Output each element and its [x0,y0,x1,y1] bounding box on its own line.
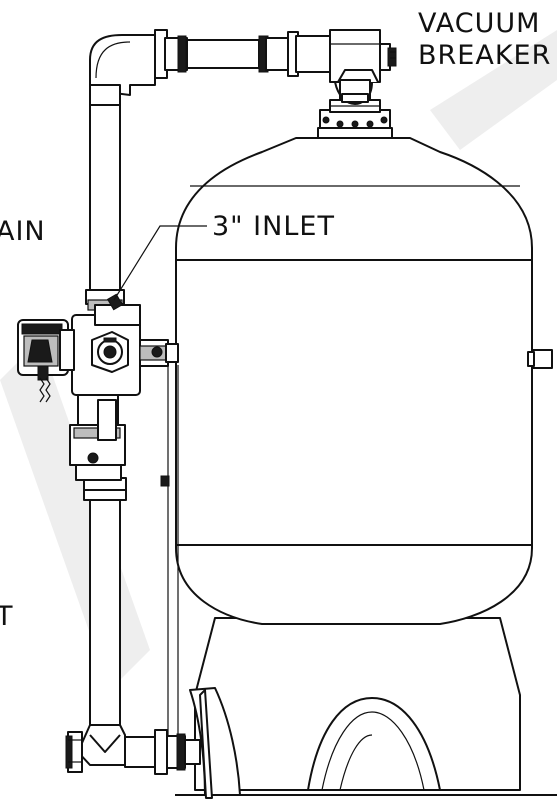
outlet-label-partial: T [0,601,14,632]
inlet-label: 3" INLET [212,211,335,242]
pressure-tank [160,137,557,799]
control-valve [17,293,179,481]
top-flange [317,99,393,139]
top-piping [89,29,397,106]
bottom-piping [65,724,201,775]
inlet-leader-line [113,225,207,301]
vertical-riser [83,104,127,736]
vacuum-breaker-label-line2: BREAKER [418,40,551,71]
vacuum-breaker-label-line1: VACUUM [418,8,540,39]
drain-label-partial: AIN [0,216,46,247]
